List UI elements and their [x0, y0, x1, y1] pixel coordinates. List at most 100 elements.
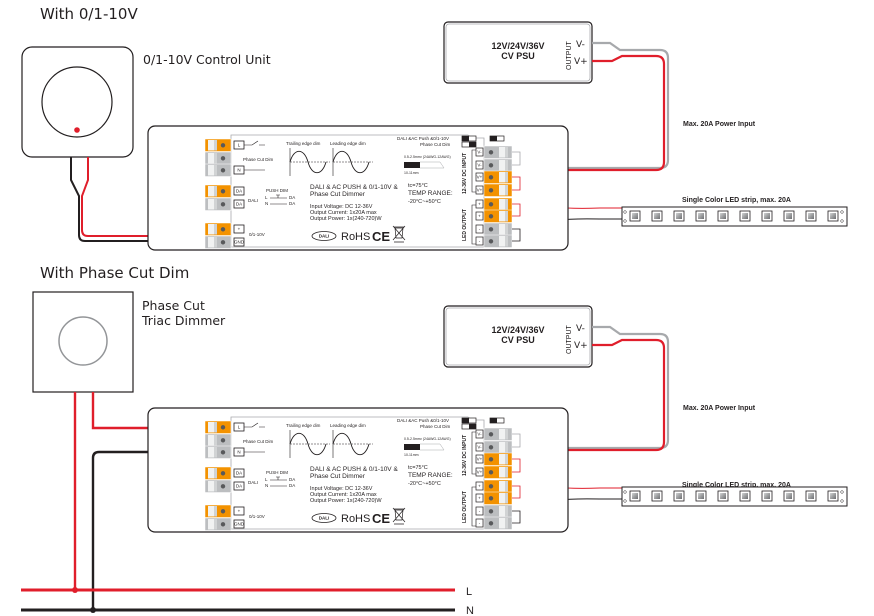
dip-switch-mode[interactable]	[461, 135, 477, 148]
terminal-screw[interactable]	[483, 183, 513, 197]
terminal-screw[interactable]	[204, 466, 232, 480]
wire-strip-icon	[404, 444, 420, 450]
spec-input-voltage: Input Voltage: DC 12-36V	[310, 486, 373, 492]
terminal-screw[interactable]	[483, 465, 513, 479]
product-name-line2: Phase Cut Dimmer	[310, 473, 366, 480]
terminal-screw[interactable]	[483, 440, 513, 454]
push-N: N	[265, 201, 268, 206]
dip-switch-indicator[interactable]	[489, 417, 505, 424]
solder-pad	[840, 499, 844, 503]
v010-terminal-label: 0/1-10V	[249, 232, 265, 237]
rohs-mark: RoHS	[341, 231, 370, 243]
terminal-DA1-label: DA	[236, 471, 242, 476]
dali-logo-text: DALI	[319, 516, 330, 521]
control-unit-0-10v	[21, 46, 134, 158]
spec-output-power: Output Power: 1x(240-720)W	[310, 498, 382, 504]
terminal-screw[interactable]	[204, 235, 232, 249]
terminal-screw[interactable]	[204, 197, 232, 211]
terminal-screw[interactable]	[483, 516, 513, 530]
product-name-line1: DALI & AC PUSH & 0/1-10V &	[310, 184, 398, 191]
push-button-symbol	[270, 476, 287, 487]
terminal-screw[interactable]	[204, 445, 232, 459]
terminal-screw[interactable]	[483, 170, 513, 184]
terminal-screw[interactable]	[483, 427, 513, 441]
tc-rating: tc=75°C	[408, 465, 428, 471]
right-terminal-label: +	[478, 202, 481, 207]
push-L: L	[265, 195, 268, 200]
triac-knob-icon	[58, 316, 108, 366]
spec-output-power: Output Power: 1x(240-720)W	[310, 216, 382, 222]
tc-rating: tc=75°C	[408, 183, 428, 189]
solder-pad	[623, 490, 627, 494]
terminal-screw[interactable]	[204, 420, 232, 434]
wire-N	[91, 450, 209, 610]
terminal-screw[interactable]	[483, 197, 513, 211]
terminal-screw[interactable]	[204, 479, 232, 493]
terminal-screw[interactable]	[204, 184, 232, 198]
right-terminal-label: -	[479, 521, 481, 526]
wire-vplus-red-2	[500, 338, 666, 458]
terminal-DA2-label: DA	[236, 202, 242, 207]
psu-2: 12V/24V/36V CV PSU OUTPUT V- V+	[443, 305, 593, 368]
psu-vminus: V-	[576, 324, 585, 334]
solder-pad	[623, 210, 627, 214]
rohs-mark: RoHS	[341, 513, 370, 525]
push-DA1: DA	[289, 195, 295, 200]
terminal-gnd-label: GND	[234, 522, 245, 527]
trailing-edge-label: Trailing edge dim	[286, 141, 321, 146]
solder-pad	[840, 210, 844, 214]
dip-switch-mode[interactable]	[461, 417, 477, 430]
solder-pad	[623, 499, 627, 503]
switch-label-dali-push: DALI &AC Push &0/1-10V	[397, 418, 449, 423]
terminal-screw[interactable]	[204, 222, 232, 236]
wire-vplus-red	[500, 54, 666, 178]
terminal-screw[interactable]	[483, 158, 513, 172]
solder-pad	[840, 219, 844, 223]
triac-label-1: Phase Cut	[142, 298, 205, 313]
dali-terminal-label: DALI	[248, 198, 258, 203]
terminal-screw[interactable]	[483, 504, 513, 518]
terminal-screw[interactable]	[204, 517, 232, 531]
right-terminal-label: V+	[477, 188, 483, 193]
terminal-screw[interactable]	[204, 433, 232, 447]
phase-cut-dim-label: Phase Cut Dim	[243, 439, 274, 444]
strip-length-label: 10-11mm	[404, 453, 419, 457]
terminal-screw[interactable]	[483, 222, 513, 236]
terminal-screw[interactable]	[483, 209, 513, 223]
leading-edge-waveform-icon	[332, 430, 373, 458]
triac-label-2: Triac Dimmer	[141, 313, 226, 328]
dali-logo-text: DALI	[319, 234, 330, 239]
terminal-screw[interactable]	[204, 151, 232, 165]
psu-output-label: OUTPUT	[566, 325, 573, 355]
weee-bin-icon	[392, 225, 406, 243]
power-input-label-1: Max. 20A Power Input	[683, 121, 756, 128]
dip-switch-indicator[interactable]	[489, 135, 505, 142]
temp-range-label: TEMP RANGE:	[408, 472, 453, 479]
push-DA2: DA	[289, 201, 295, 206]
terminal-screw[interactable]	[204, 504, 232, 518]
section2-title: With Phase Cut Dim	[40, 264, 189, 282]
terminal-screw[interactable]	[483, 491, 513, 505]
terminal-plus-label: +	[238, 509, 241, 514]
terminal-screw[interactable]	[483, 234, 513, 248]
terminal-screw[interactable]	[204, 138, 232, 152]
led-output-label: LED OUTPUT	[462, 491, 468, 523]
switch-label-dali-push: DALI &AC Push &0/1-10V	[397, 136, 449, 141]
psu-vplus: V+	[574, 57, 588, 67]
psu-type-label: CV PSU	[501, 335, 535, 345]
dali-logo-icon	[311, 513, 337, 523]
right-terminal-label: -	[479, 239, 481, 244]
push-L: L	[265, 477, 268, 482]
terminal-screw[interactable]	[483, 145, 513, 159]
phase-cut-dim-label: Phase Cut Dim	[243, 157, 274, 162]
terminal-screw[interactable]	[483, 452, 513, 466]
terminal-DA1-label: DA	[236, 189, 242, 194]
terminal-screw[interactable]	[483, 479, 513, 493]
terminal-screw[interactable]	[204, 163, 232, 177]
temp-range-value: -20°C~+50°C	[408, 481, 441, 487]
leading-edge-waveform-icon	[332, 148, 373, 176]
solder-pad	[623, 219, 627, 223]
psu-vplus: V+	[574, 341, 588, 351]
